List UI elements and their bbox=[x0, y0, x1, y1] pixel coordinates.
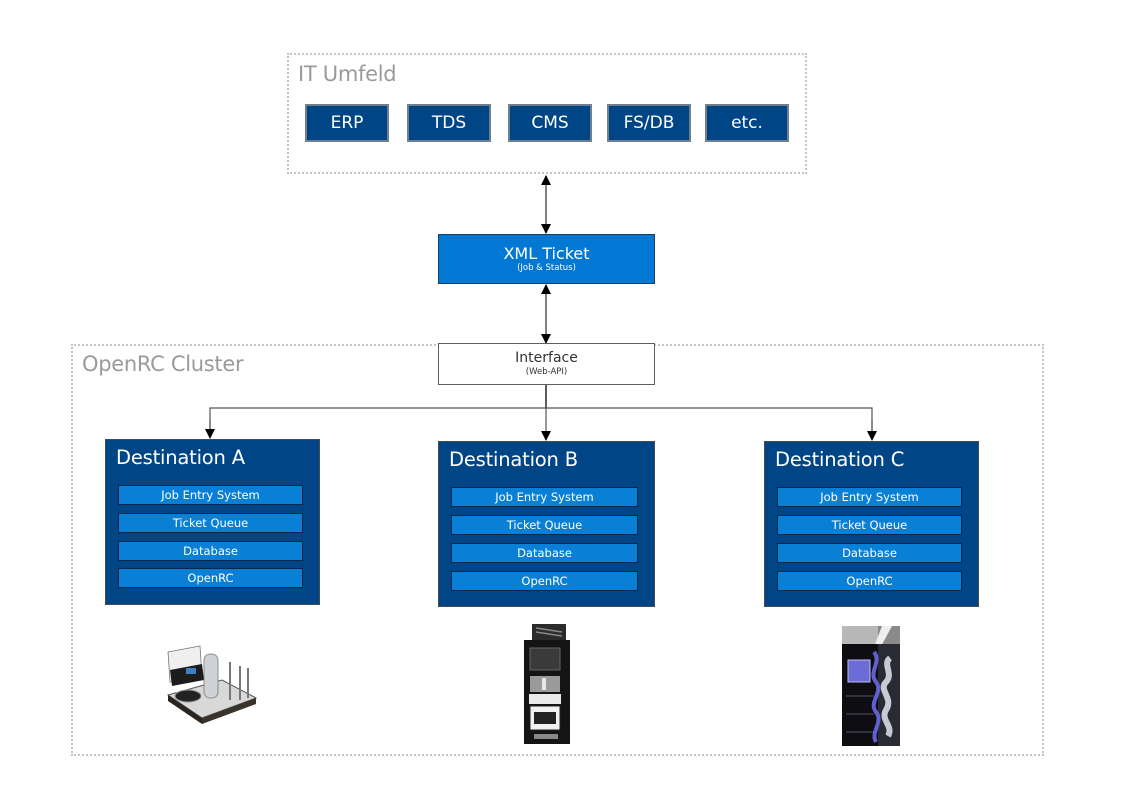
component-openrc[interactable]: OpenRC bbox=[777, 571, 962, 591]
component-ticket-queue[interactable]: Ticket Queue bbox=[118, 513, 303, 533]
interface-subtitle: (Web-API) bbox=[525, 367, 568, 377]
xml-ticket-box[interactable]: XML Ticket (Job & Status) bbox=[438, 234, 655, 284]
system-tds[interactable]: TDS bbox=[407, 104, 491, 142]
component-openrc[interactable]: OpenRC bbox=[118, 568, 303, 588]
destination-a[interactable]: Destination A Job Entry System Ticket Qu… bbox=[105, 439, 320, 605]
component-openrc[interactable]: OpenRC bbox=[451, 571, 638, 591]
destination-c[interactable]: Destination C Job Entry System Ticket Qu… bbox=[764, 441, 979, 607]
interface-title: Interface bbox=[515, 350, 578, 366]
destination-title: Destination C bbox=[775, 448, 905, 471]
component-ticket-queue[interactable]: Ticket Queue bbox=[777, 515, 962, 535]
system-cms[interactable]: CMS bbox=[508, 104, 592, 142]
destination-title: Destination B bbox=[449, 448, 578, 471]
system-erp[interactable]: ERP bbox=[305, 104, 389, 142]
it-environment-group: IT Umfeld bbox=[287, 53, 807, 174]
xml-ticket-title: XML Ticket bbox=[503, 244, 590, 263]
xml-ticket-subtitle: (Job & Status) bbox=[517, 263, 576, 273]
destination-b[interactable]: Destination B Job Entry System Ticket Qu… bbox=[438, 441, 655, 607]
component-database[interactable]: Database bbox=[777, 543, 962, 563]
component-job-entry-system[interactable]: Job Entry System bbox=[777, 487, 962, 507]
system-etc[interactable]: etc. bbox=[705, 104, 789, 142]
openrc-cluster-title: OpenRC Cluster bbox=[82, 352, 244, 376]
component-database[interactable]: Database bbox=[118, 541, 303, 561]
system-fs-db[interactable]: FS/DB bbox=[607, 104, 691, 142]
component-database[interactable]: Database bbox=[451, 543, 638, 563]
cabinet-archive-system-image bbox=[842, 626, 900, 746]
interface-box[interactable]: Interface (Web-API) bbox=[438, 343, 655, 385]
it-environment-title: IT Umfeld bbox=[298, 62, 397, 86]
component-job-entry-system[interactable]: Job Entry System bbox=[451, 487, 638, 507]
component-ticket-queue[interactable]: Ticket Queue bbox=[451, 515, 638, 535]
destination-title: Destination A bbox=[116, 446, 245, 469]
tower-publishing-system-image bbox=[524, 624, 570, 744]
component-job-entry-system[interactable]: Job Entry System bbox=[118, 485, 303, 505]
disc-publisher-robot-image bbox=[166, 645, 258, 724]
